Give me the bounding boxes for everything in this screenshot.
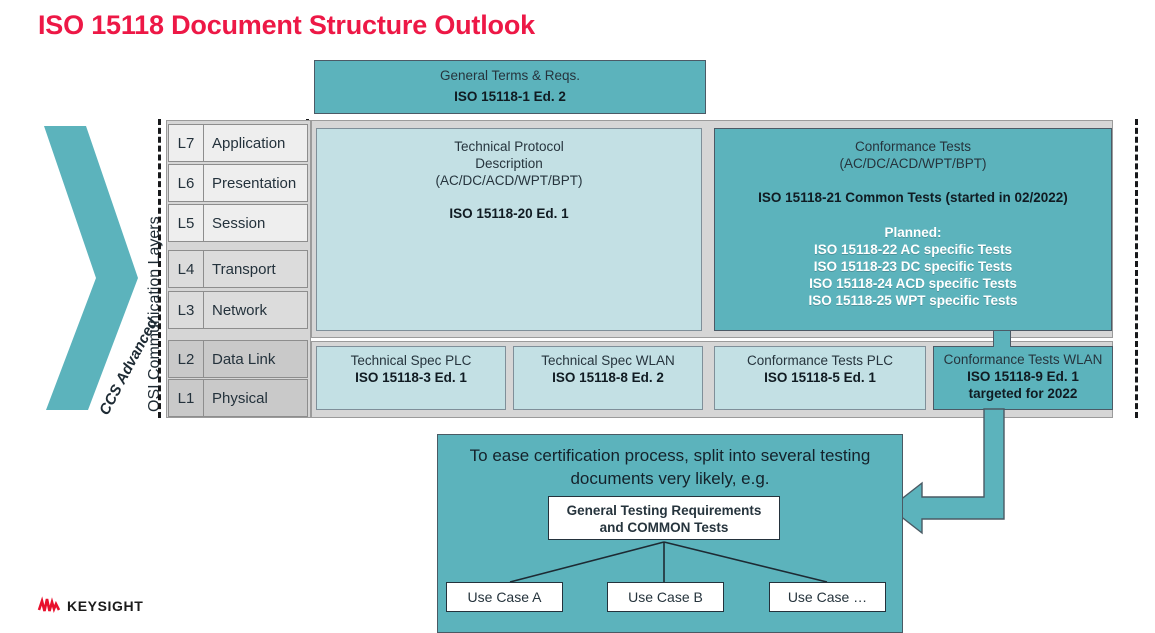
use-case-more-box: Use Case … [769,582,886,612]
keysight-logo-text: KEYSIGHT [67,598,144,614]
technical-spec-plc-box: Technical Spec PLC ISO 15118-3 Ed. 1 [316,346,506,410]
osi-row-l3-name: Network [204,291,308,329]
osi-row-l5-id: L5 [168,204,204,242]
conformance-tests-line1: Conformance Tests [854,139,972,154]
osi-row-l7-name: Application [204,124,308,162]
conformance-tests-standard: ISO 15118-21 Common Tests (started in 02… [758,190,1068,205]
osi-row-l6-name: Presentation [204,164,308,202]
bottom-panel-headline-line1: To ease certification process, split int… [469,446,871,465]
general-testing-requirements-box: General Testing Requirements and COMMON … [548,496,780,540]
use-case-a-box: Use Case A [446,582,563,612]
conformance-tests-wlan-line1: Conformance Tests WLAN [943,352,1103,367]
conformance-tests-plc-box: Conformance Tests PLC ISO 15118-5 Ed. 1 [714,346,926,410]
osi-row-l6-id: L6 [168,164,204,202]
conformance-tests-box: Conformance Tests (AC/DC/ACD/WPT/BPT) IS… [714,128,1112,331]
osi-row-l5-name: Session [204,204,308,242]
osi-row-l1-name: Physical [204,379,308,417]
conformance-planned-item-1: ISO 15118-22 AC specific Tests [813,242,1013,257]
technical-protocol-box: Technical Protocol Description (AC/DC/AC… [316,128,702,331]
conformance-tests-line2: (AC/DC/ACD/WPT/BPT) [839,156,987,171]
osi-row-l7: L7 Application [168,124,308,162]
keysight-logo: KEYSIGHT [37,596,144,614]
general-terms-line1: General Terms & Reqs. [439,68,581,83]
general-testing-requirements-line2: and COMMON Tests [599,520,729,535]
bottom-panel-headline: To ease certification process, split int… [447,444,893,490]
osi-row-l2-id: L2 [168,340,204,378]
osi-row-l5: L5 Session [168,204,308,242]
conformance-tests-plc-line1: Conformance Tests PLC [746,353,894,368]
page-title: ISO 15118 Document Structure Outlook [38,10,535,40]
osi-row-l6: L6 Presentation [168,164,308,202]
general-terms-box: General Terms & Reqs. ISO 15118-1 Ed. 2 [314,60,706,114]
technical-spec-wlan-box: Technical Spec WLAN ISO 15118-8 Ed. 2 [513,346,703,410]
connector-stub-vertical [993,331,1011,347]
use-case-a-label: Use Case A [467,588,542,605]
technical-spec-plc-line1: Technical Spec PLC [350,353,472,368]
osi-row-l3-id: L3 [168,291,204,329]
flow-arrow-wlan-to-panel [886,408,1016,542]
technical-protocol-line2: Description [475,156,543,171]
dashed-border-left [158,119,161,418]
osi-row-l4: L4 Transport [168,250,308,288]
ccs-advanced-chevron [38,118,146,418]
technical-protocol-line3: (AC/DC/ACD/WPT/BPT) [435,173,583,188]
conformance-planned-item-2: ISO 15118-23 DC specific Tests [813,259,1013,274]
keysight-wave-icon [37,596,61,614]
use-case-b-box: Use Case B [607,582,724,612]
osi-row-l2-name: Data Link [204,340,308,378]
osi-row-l3: L3 Network [168,291,308,329]
technical-spec-wlan-line2: ISO 15118-8 Ed. 2 [552,370,664,385]
conformance-planned-item-4: ISO 15118-25 WPT specific Tests [808,293,1018,308]
osi-row-l4-id: L4 [168,250,204,288]
technical-spec-wlan-line1: Technical Spec WLAN [541,353,675,368]
technical-spec-plc-line2: ISO 15118-3 Ed. 1 [355,370,467,385]
osi-axis-label: OSI Communication Layers [146,216,163,412]
use-case-more-label: Use Case … [787,588,868,605]
conformance-tests-wlan-box: Conformance Tests WLAN ISO 15118-9 Ed. 1… [933,346,1113,410]
osi-row-l2: L2 Data Link [168,340,308,378]
osi-row-l4-name: Transport [204,250,308,288]
dashed-border-right [1135,119,1138,418]
bottom-panel-headline-line2: documents very likely, e.g. [570,469,770,488]
conformance-planned-item-3: ISO 15118-24 ACD specific Tests [809,276,1017,291]
conformance-tests-wlan-line3: targeted for 2022 [968,386,1078,401]
conformance-planned-label: Planned: [884,225,942,240]
osi-row-l1-id: L1 [168,379,204,417]
osi-row-l7-id: L7 [168,124,204,162]
technical-protocol-line1: Technical Protocol [454,139,564,154]
conformance-tests-plc-line2: ISO 15118-5 Ed. 1 [764,370,876,385]
conformance-tests-wlan-line2: ISO 15118-9 Ed. 1 [967,369,1079,384]
general-terms-line2: ISO 15118-1 Ed. 2 [454,89,566,104]
technical-protocol-standard: ISO 15118-20 Ed. 1 [449,206,569,221]
use-case-b-label: Use Case B [628,588,703,605]
general-testing-requirements-line1: General Testing Requirements [566,503,762,518]
osi-row-l1: L1 Physical [168,379,308,417]
